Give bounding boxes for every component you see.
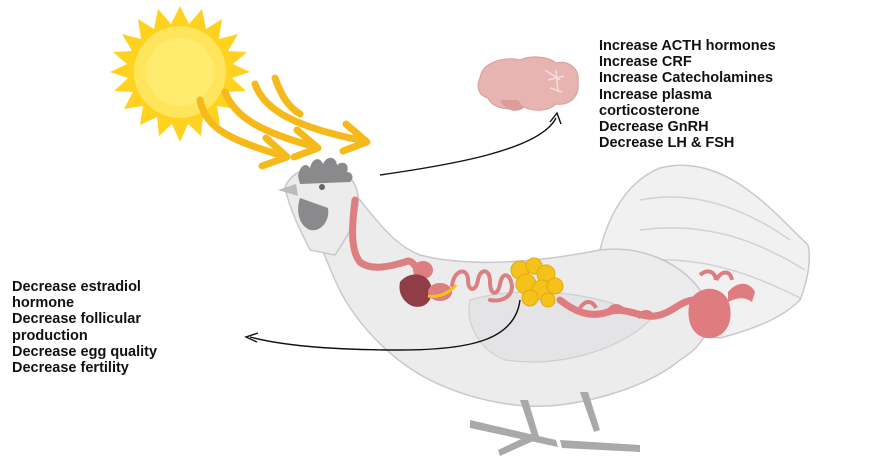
reproductive-effects-list: Decrease estradiol hormone Decrease foll… xyxy=(12,279,157,376)
reproductive-effect-item: Decrease estradiol xyxy=(12,279,157,295)
reproductive-effect-item: hormone xyxy=(12,295,157,311)
heat-rays xyxy=(200,78,367,166)
reproductive-effect-item: Decrease follicular xyxy=(12,311,157,327)
brain-effect-item: Increase plasma xyxy=(599,87,776,103)
uterus xyxy=(688,289,730,338)
brain-shape xyxy=(478,57,578,110)
sun-highlight xyxy=(146,38,214,106)
reproductive-effect-item: Decrease fertility xyxy=(12,360,157,376)
hen-eye xyxy=(319,184,325,190)
brain-effect-item: Increase Catecholamines xyxy=(599,70,776,86)
brain-effects-list: Increase ACTH hormones Increase CRF Incr… xyxy=(599,38,776,151)
sun-icon xyxy=(110,6,250,142)
reproductive-effect-item: Decrease egg quality xyxy=(12,344,157,360)
brain-effect-item: Increase ACTH hormones xyxy=(599,38,776,54)
brain-effect-item: Decrease LH & FSH xyxy=(599,135,776,151)
brain-effect-item: Decrease GnRH xyxy=(599,119,776,135)
brain-effect-item: Increase CRF xyxy=(599,54,776,70)
arrow-head-to-brain xyxy=(380,118,556,175)
brain-effect-item: corticosterone xyxy=(599,103,776,119)
reproductive-effect-item: production xyxy=(12,328,157,344)
brain-icon xyxy=(478,57,578,111)
hen-comb xyxy=(298,158,353,184)
